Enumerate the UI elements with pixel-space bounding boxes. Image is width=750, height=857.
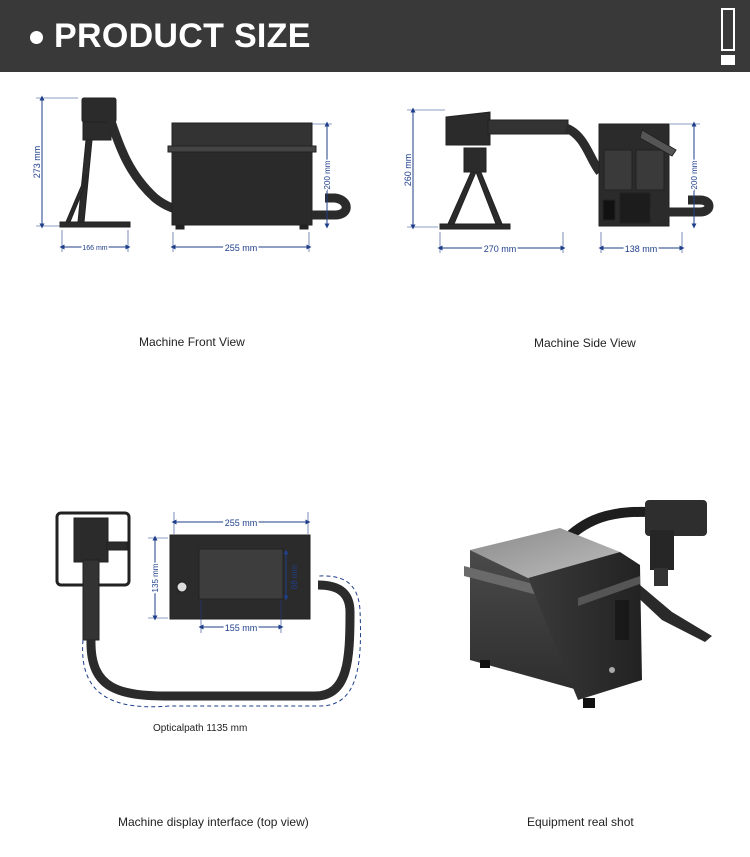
real-box-front — [470, 550, 578, 690]
front-height-label: 273 mm — [32, 146, 42, 179]
front-cable-loop — [312, 193, 351, 220]
top-width-label: 255 mm — [225, 518, 258, 528]
top-depth-label: 135 mm — [151, 563, 160, 592]
side-box-height-label: 200 mm — [690, 160, 699, 189]
exclamation-icon — [721, 8, 735, 65]
side-cable-loop — [650, 195, 714, 217]
side-depth-label: 138 mm — [625, 244, 658, 254]
top-optical-path-dashed — [82, 575, 362, 708]
front-box-height-label: 200 mm — [323, 160, 332, 189]
side-view-caption: Machine Side View — [534, 336, 636, 350]
bullet-icon — [30, 31, 43, 44]
front-view-caption: Machine Front View — [139, 335, 245, 349]
side-height-label: 260 mm — [403, 154, 413, 187]
side-box — [598, 123, 677, 227]
page-title: PRODUCT SIZE — [54, 17, 311, 55]
real-shot-caption: Equipment real shot — [527, 815, 634, 829]
front-view-drawing: 273 mm 166 mm 255 mm 200 mm — [32, 95, 351, 255]
top-screen-width-label: 155 mm — [225, 623, 258, 633]
top-box — [169, 534, 311, 620]
front-width-label: 255 mm — [225, 243, 258, 253]
front-stand — [59, 97, 131, 228]
top-screen-height-label: 88 mm — [290, 564, 299, 589]
top-cable — [86, 580, 355, 701]
top-handle — [55, 511, 131, 641]
real-vents — [615, 600, 629, 640]
top-view-drawing: 255 mm 135 mm 88 mm 155 mm — [55, 511, 362, 708]
real-box-top — [470, 528, 620, 578]
top-view-caption: Machine display interface (top view) — [118, 815, 309, 829]
optical-path-label: Opticalpath 1135 mm — [153, 723, 248, 734]
real-laser-head — [645, 500, 707, 586]
side-stand — [439, 111, 569, 230]
side-view-drawing: 260 mm 270 mm 138 mm 200 mm — [402, 107, 714, 256]
real-stand — [632, 585, 712, 642]
front-base-label: 166 mm — [82, 245, 107, 252]
side-length-label: 270 mm — [484, 244, 517, 254]
front-box — [167, 122, 317, 230]
page-header: PRODUCT SIZE — [0, 0, 750, 72]
side-cable — [563, 123, 604, 175]
real-shot-illustration — [464, 500, 712, 708]
